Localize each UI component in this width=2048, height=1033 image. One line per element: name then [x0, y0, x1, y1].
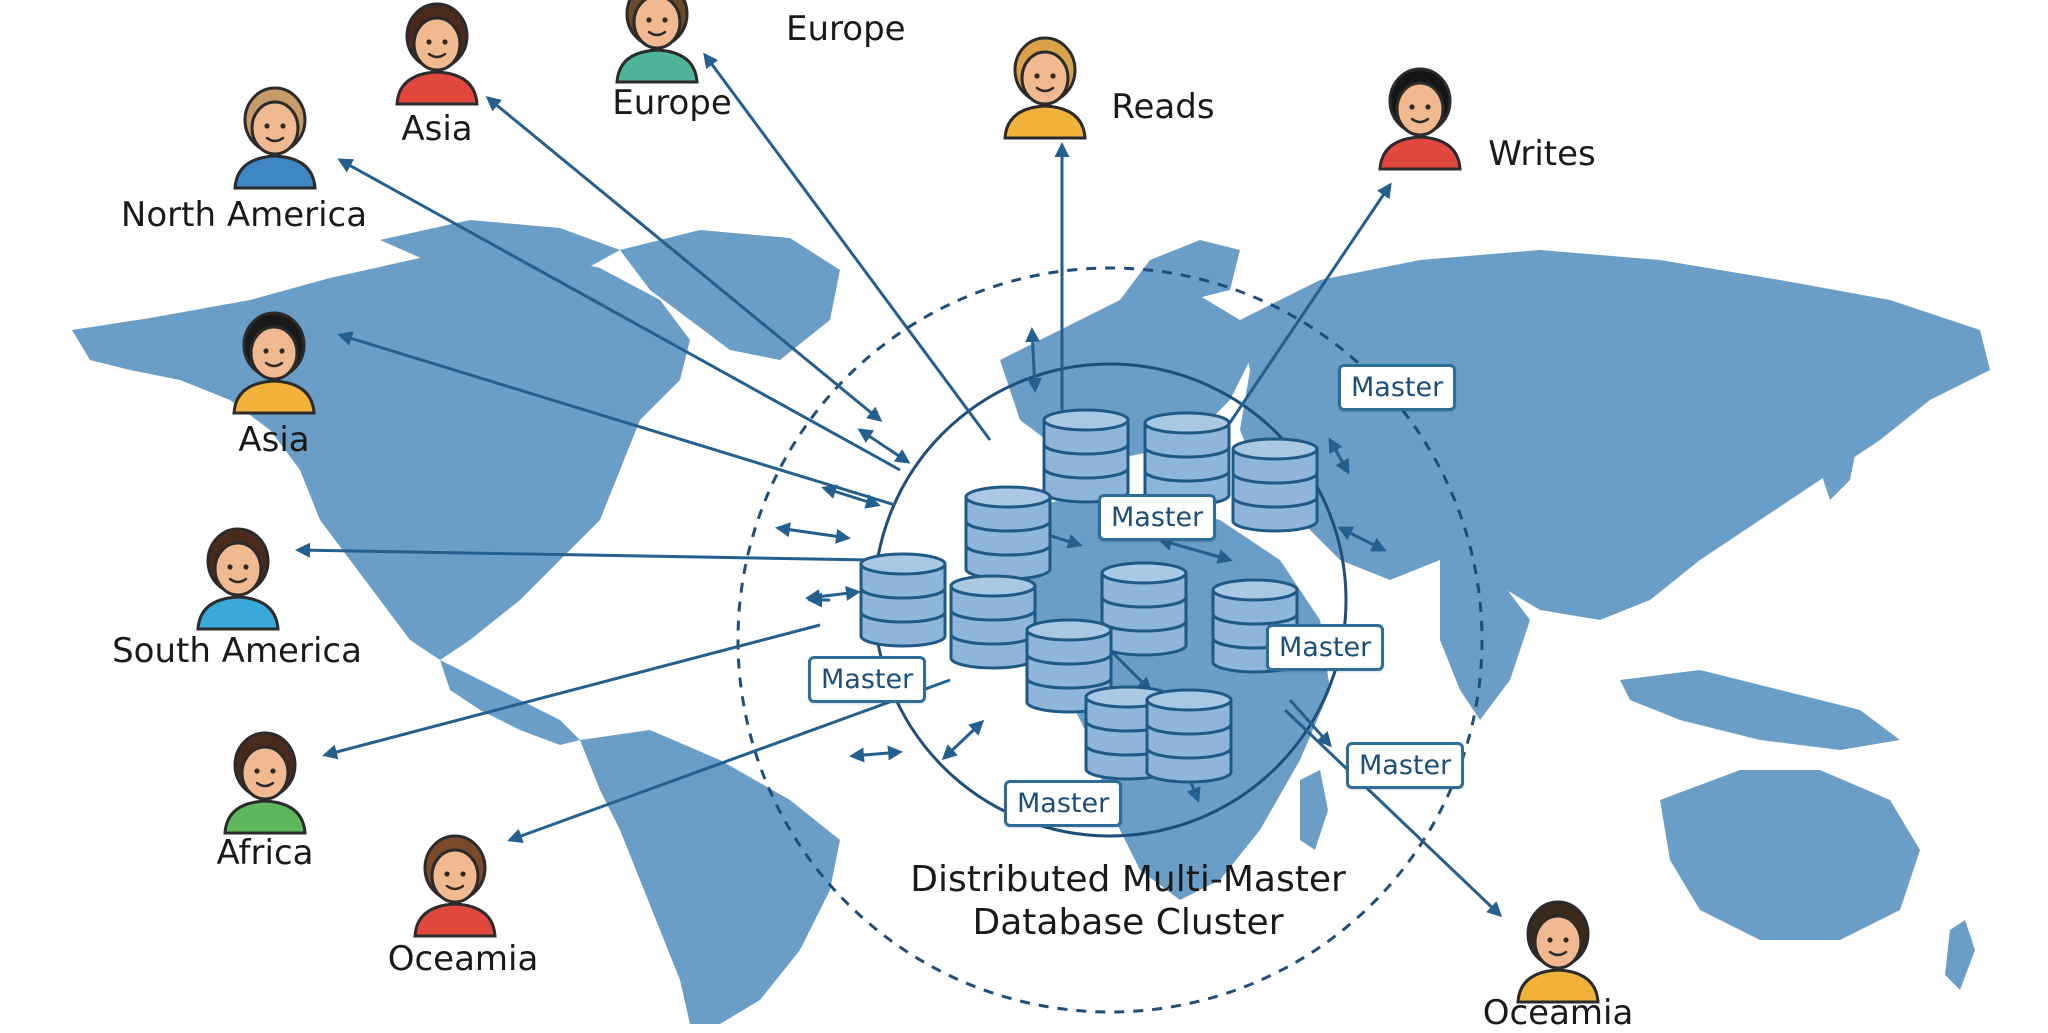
- user-label-oceania-left: Oceamia: [387, 939, 539, 979]
- user-avatar-north-america: [233, 86, 317, 190]
- database-stack: [1143, 411, 1231, 507]
- master-badge: Master: [1098, 494, 1217, 541]
- database-stack: [964, 485, 1052, 581]
- user-label-reads: Reads: [1111, 87, 1215, 127]
- sync-arrow: [1157, 536, 1233, 564]
- user-avatar-asia-left: [232, 311, 316, 415]
- continent-scandinavia: [1120, 240, 1240, 300]
- user-label-asia-top: Asia: [401, 109, 473, 149]
- user-label-asia-left: Asia: [238, 420, 310, 460]
- continent-south-america: [580, 730, 840, 1024]
- arrow-africa: [322, 623, 821, 760]
- title-line-1: Distributed Multi-Master: [910, 859, 1346, 900]
- user-avatars: [196, 0, 1600, 1004]
- user-label-africa: Africa: [216, 833, 314, 873]
- user-avatar-oceania-left: [413, 834, 497, 938]
- database-stack: [1145, 688, 1233, 784]
- database-stack: [1100, 561, 1188, 657]
- diagram-title: Distributed Multi-Master Database Cluste…: [910, 858, 1346, 944]
- sync-arrow: [805, 585, 861, 605]
- sync-arrow: [1025, 327, 1042, 393]
- continent-madagascar: [1300, 770, 1328, 850]
- user-avatar-writes: [1378, 67, 1462, 171]
- continent-india: [1440, 560, 1530, 720]
- arrow-north-america: [337, 158, 901, 472]
- user-label-south-america: South America: [112, 631, 362, 671]
- master-badge: Master: [1004, 780, 1123, 827]
- continent-central-america: [440, 660, 580, 745]
- master-badge: Master: [1338, 364, 1457, 411]
- continent-new-zealand: [1945, 920, 1975, 990]
- sync-arrow: [849, 745, 903, 763]
- continent-north-america: [72, 250, 690, 660]
- user-label-north-america: North America: [120, 195, 368, 235]
- user-label-europe-top-2: Europe: [612, 83, 732, 123]
- continent-se-asia-islands: [1620, 670, 1900, 750]
- master-badge: Master: [808, 656, 927, 703]
- user-label-writes: Writes: [1488, 134, 1596, 174]
- database-nodes: [859, 408, 1319, 784]
- continent-australia: [1660, 770, 1920, 940]
- continent-asia: [1240, 250, 1990, 620]
- user-avatar-south-america: [196, 527, 280, 631]
- user-label-oceania-right: Oceamia: [1482, 993, 1634, 1033]
- continent-japan: [1820, 400, 1860, 500]
- arrow-asia-top: [485, 96, 883, 422]
- sync-arrow: [941, 719, 985, 761]
- arrow-europe-top: [703, 52, 992, 441]
- title-line-2: Database Cluster: [972, 902, 1284, 944]
- cluster-outer-boundary: [736, 266, 1484, 1014]
- database-stack: [1231, 437, 1319, 533]
- user-avatar-reads: [1003, 36, 1087, 140]
- user-avatar-africa: [223, 731, 307, 835]
- arrow-south-america: [295, 542, 871, 562]
- database-stack: [859, 552, 947, 648]
- arrow-right-node: [1288, 699, 1332, 748]
- user-label-europe-top: Europe: [786, 9, 906, 49]
- database-stack: [1042, 408, 1130, 504]
- arrow-oceania-left: [507, 678, 951, 843]
- database-stack: [949, 574, 1037, 670]
- connection-arrows: [295, 52, 1503, 918]
- arrow-writes: [1223, 182, 1392, 431]
- sync-arrow: [821, 484, 881, 509]
- sync-arrow: [857, 428, 911, 464]
- sync-arrow: [1337, 526, 1387, 552]
- sync-arrow: [775, 522, 851, 544]
- user-avatar-europe-top: [615, 0, 699, 84]
- master-badge: Master: [1346, 742, 1465, 789]
- user-avatar-oceania-right: [1516, 900, 1600, 1004]
- arrow-asia-left: [337, 331, 896, 507]
- sync-arrow: [1328, 437, 1350, 475]
- user-avatar-asia-top: [395, 2, 479, 106]
- master-badge: Master: [1266, 624, 1385, 671]
